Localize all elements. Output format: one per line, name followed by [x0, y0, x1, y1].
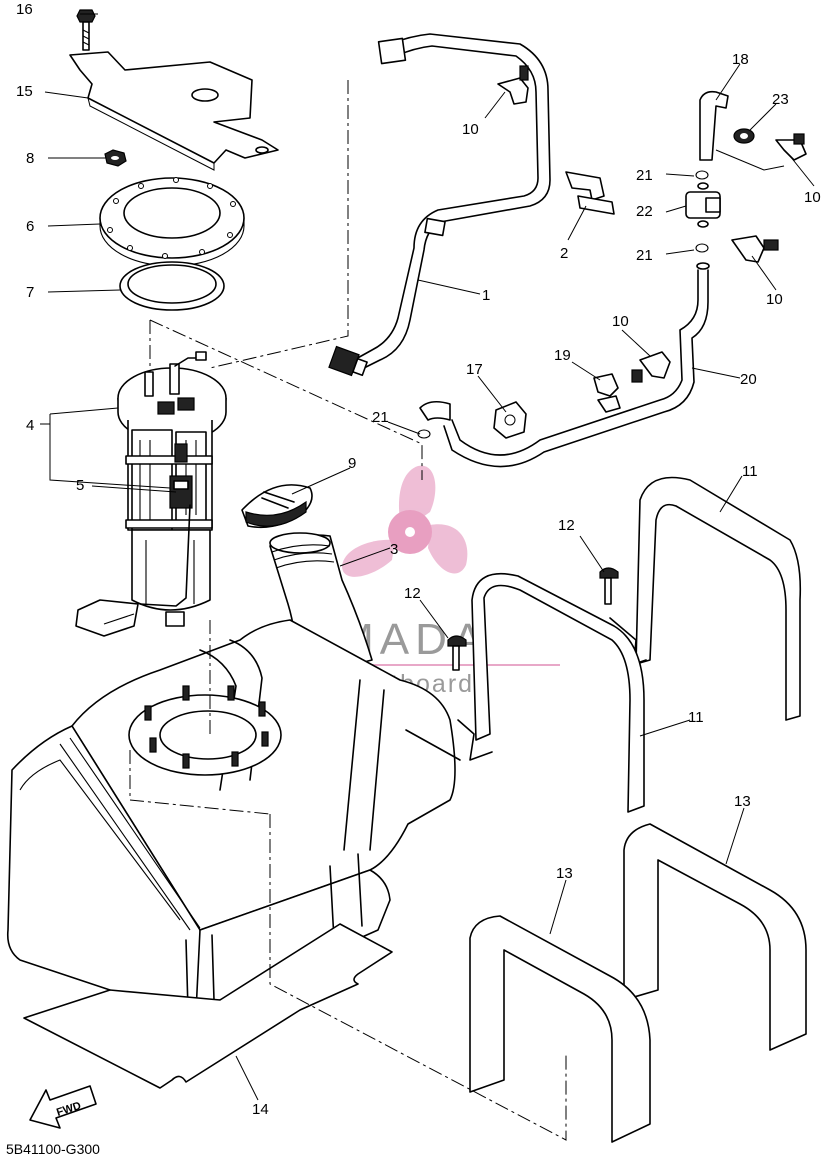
diagram-code: 5B41100-G300: [6, 1141, 100, 1157]
part-16-bolt: [76, 9, 96, 51]
part-18-hose: [699, 90, 729, 161]
callout-3: 3: [390, 541, 398, 558]
callout-19: 19: [554, 347, 571, 364]
part-fuel-tank: [6, 619, 461, 1014]
callout-17: 17: [466, 361, 483, 378]
part-10-clamps: [497, 65, 807, 383]
callout-20: 20: [740, 371, 757, 388]
callout-10-a: 10: [462, 121, 479, 138]
fwd-arrow-icon: FWD: [29, 1085, 97, 1129]
callout-16: 16: [16, 1, 33, 18]
part-4-fuel-pump-assembly: [75, 351, 227, 637]
part-12-bolt-upper: [599, 567, 619, 605]
callout-22: 22: [636, 203, 653, 220]
part-12-bolt-lower: [447, 635, 467, 671]
part-23-grommet: [733, 128, 755, 144]
callout-2: 2: [560, 245, 568, 262]
part-20-hose: [419, 262, 710, 468]
callout-10-d: 10: [612, 313, 629, 330]
part-17-clamp: [493, 401, 527, 439]
part-14-pad: [23, 923, 393, 1089]
callout-12-b: 12: [404, 585, 421, 602]
part-6-flange-ring: [99, 177, 245, 267]
callout-13-b: 13: [556, 865, 573, 882]
part-9-fuel-cap: [241, 484, 313, 529]
part-13-cushion-front: [469, 915, 651, 1143]
callout-9: 9: [348, 455, 356, 472]
leader-lines: [40, 13, 815, 1141]
callout-21-a: 21: [636, 167, 653, 184]
callout-11-a: 11: [742, 463, 758, 480]
part-13-cushion-rear: [623, 823, 807, 1051]
part-22-filter: [685, 182, 721, 228]
callout-15: 15: [16, 83, 33, 100]
part-7-gasket: [119, 261, 225, 311]
callout-10-b: 10: [804, 189, 821, 206]
callout-7: 7: [26, 284, 34, 301]
callout-labels: 16 15 8 6 7 4 5 10 1 18 23 21 22 2 10 21…: [16, 1, 821, 1118]
callout-6: 6: [26, 218, 34, 235]
callout-5: 5: [76, 477, 84, 494]
propeller-logo-icon: [342, 465, 468, 577]
part-19-clamp: [593, 373, 621, 413]
callout-10-c: 10: [766, 291, 783, 308]
callout-12-a: 12: [558, 517, 575, 534]
callout-11-b: 11: [688, 709, 704, 726]
part-2-clamp: [565, 171, 615, 215]
callout-21-b: 21: [636, 247, 653, 264]
part-1-fuel-hose: [328, 33, 551, 377]
callout-4: 4: [26, 417, 34, 434]
callout-13-a: 13: [734, 793, 751, 810]
callout-8: 8: [26, 150, 34, 167]
part-15-bracket-plate: [69, 51, 279, 171]
part-8-nut: [104, 149, 127, 167]
callout-1: 1: [482, 287, 490, 304]
part-11-strap-front: [457, 572, 645, 813]
callout-14: 14: [252, 1101, 269, 1118]
callout-18: 18: [732, 51, 749, 68]
callout-21-c: 21: [372, 409, 389, 426]
callout-23: 23: [772, 91, 789, 108]
part-21-clips: [417, 170, 709, 439]
